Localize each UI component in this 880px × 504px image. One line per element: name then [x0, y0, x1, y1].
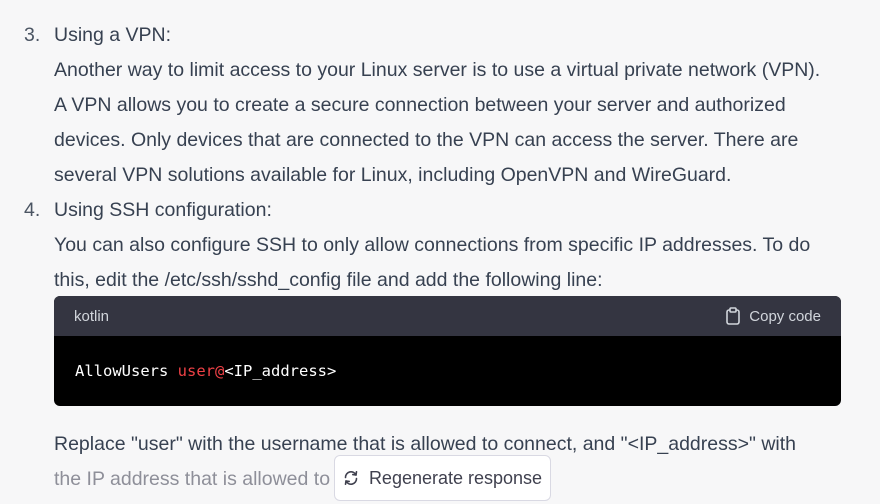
paragraph-line: Another way to limit access to your Linu… [54, 59, 821, 81]
copy-code-label: Copy code [749, 307, 821, 325]
paragraph-line: A VPN allows you to create a secure conn… [54, 94, 786, 116]
code-token: AllowUsers [75, 362, 178, 380]
code-language-label: kotlin [74, 307, 110, 325]
code-content: AllowUsers user@<IP_address> [54, 336, 841, 406]
list-heading: Using SSH configuration: [54, 199, 272, 221]
code-block: kotlin Copy code AllowUsers user@<IP_add… [54, 296, 841, 406]
copy-code-button[interactable]: Copy code [725, 307, 821, 325]
paragraph-line: this, edit the /etc/ssh/sshd_config file… [54, 269, 603, 291]
paragraph-line: You can also configure SSH to only allow… [54, 234, 811, 256]
paragraph-line: several VPN solutions available for Linu… [54, 164, 732, 186]
paragraph-line: the IP address that is allowed to [54, 468, 331, 490]
list-number: 3. [24, 24, 41, 46]
paragraph-line: devices. Only devices that are connected… [54, 129, 799, 151]
code-token: <IP_address> [224, 362, 337, 380]
refresh-icon [344, 470, 358, 485]
regenerate-label: Regenerate response [368, 467, 543, 488]
code-token: user@ [177, 362, 225, 380]
clipboard-icon [726, 307, 741, 325]
list-heading: Using a VPN: [54, 24, 172, 46]
paragraph-line: Replace "user" with the username that is… [54, 433, 797, 455]
regenerate-response-button[interactable]: Regenerate response [334, 455, 551, 501]
list-number: 4. [24, 199, 41, 221]
code-header: kotlin Copy code [54, 296, 841, 336]
